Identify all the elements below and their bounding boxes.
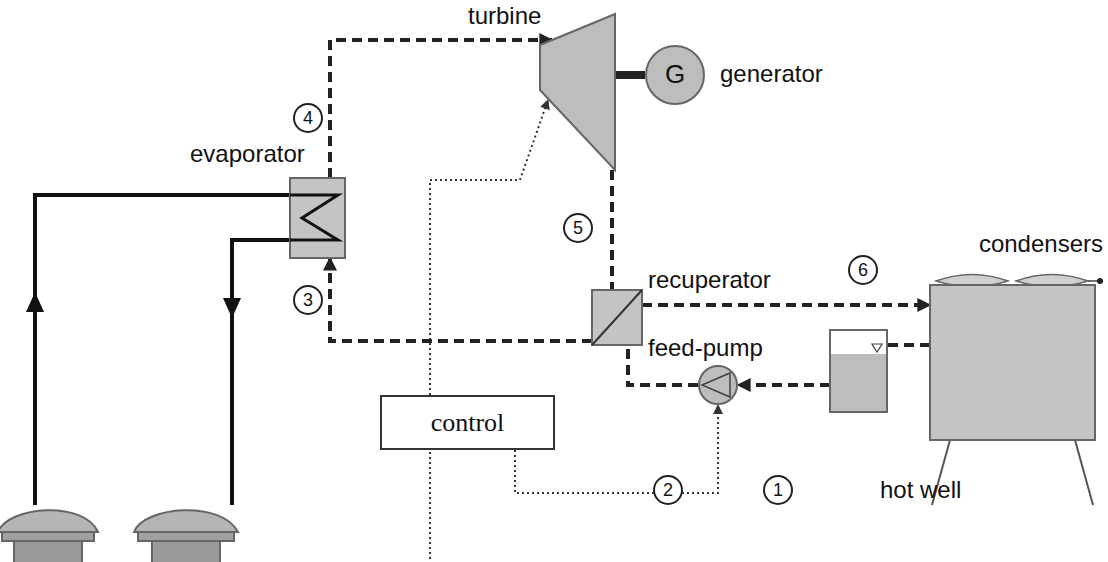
component-label: evaporator [190, 140, 305, 168]
well-head [2, 532, 94, 541]
recuperator-shape [592, 290, 642, 345]
pump-shape [699, 366, 737, 404]
recuperator-outline [592, 290, 642, 345]
component-label: recuperator [648, 266, 771, 294]
heat-exchanger-coil [290, 195, 338, 240]
level-mark [872, 344, 882, 352]
liquid-level [831, 354, 886, 411]
recuperator: recuperator [592, 290, 642, 345]
flow-line [330, 258, 592, 341]
well-head [134, 510, 238, 532]
hot-well-shape [830, 330, 887, 412]
callout-circle: 1 [763, 475, 793, 505]
flow-line [642, 303, 930, 307]
callout-number: 3 [303, 290, 313, 311]
well-head [138, 532, 234, 541]
component-label: turbine [468, 2, 541, 30]
hot-well: hot well [830, 330, 887, 412]
callout-number: 5 [573, 218, 583, 239]
generator-symbol: G [665, 60, 685, 90]
callout-circle: 4 [293, 103, 323, 133]
feed-pump: feed-pump [698, 365, 738, 405]
fan-shaft [1088, 280, 1098, 282]
callout-circle: 3 [293, 285, 323, 315]
evaporator-shape [290, 178, 345, 258]
flow-arrow [26, 292, 44, 312]
callout-number: 4 [303, 108, 313, 129]
return-pipe [232, 240, 290, 505]
turbine-outline [540, 14, 615, 170]
feed-pump-outline [698, 365, 738, 405]
hot-well-outline [830, 330, 887, 412]
condenser: condensers [930, 285, 1095, 440]
recuperator-diagonal [592, 290, 642, 345]
condenser-leg [1075, 440, 1093, 505]
turbine: turbine [540, 14, 615, 170]
component-label: feed-pump [648, 334, 763, 362]
signal-line [429, 452, 431, 562]
flow-line [738, 383, 830, 387]
well-head [0, 510, 98, 532]
flow-line [610, 170, 614, 290]
signal-line [430, 100, 548, 395]
well-casing [14, 541, 82, 562]
evaporator: evaporator [290, 178, 345, 258]
component-label: hot well [880, 476, 961, 504]
flow-line [887, 343, 930, 347]
flow-arrow [223, 298, 241, 318]
control-box: control [380, 395, 555, 450]
control-label: control [431, 408, 505, 438]
condenser-shape [930, 285, 1095, 440]
pump-triangle [702, 373, 730, 397]
turbine-shape [540, 14, 615, 170]
fan-hub [1097, 278, 1103, 284]
callout-number: 1 [773, 480, 783, 501]
component-label: generator [720, 60, 823, 88]
condenser-outline [930, 285, 1095, 440]
generator-shape [646, 46, 704, 104]
flow-line [330, 40, 552, 178]
well-casing [152, 541, 220, 562]
generator: Ggenerator [645, 45, 705, 105]
callout-number: 2 [663, 480, 673, 501]
callout-number: 6 [858, 260, 868, 281]
callout-circle: 2 [653, 475, 683, 505]
shaft [615, 71, 645, 79]
component-label: condensers [979, 230, 1103, 258]
callout-circle: 5 [563, 213, 593, 243]
hot-pipe [35, 195, 290, 505]
evaporator-outline [290, 178, 345, 258]
callout-circle: 6 [848, 255, 878, 285]
